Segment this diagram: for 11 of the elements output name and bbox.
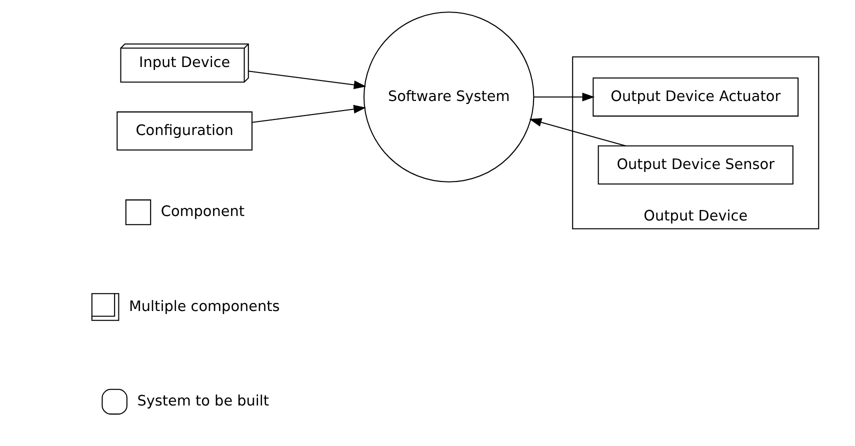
node-circle: Software System	[363, 12, 534, 182]
arrow	[252, 104, 366, 123]
arrow	[534, 92, 595, 102]
legend-label: Multiple components	[128, 298, 280, 315]
arrow	[529, 118, 626, 146]
legend-label: System to be built	[137, 394, 270, 410]
legend-label: Component	[160, 204, 245, 220]
node-box: Output Device Actuator	[592, 77, 799, 117]
node-box: Configuration	[116, 111, 253, 151]
node-box: Output Device Sensor	[598, 145, 794, 184]
arrow	[248, 70, 366, 90]
